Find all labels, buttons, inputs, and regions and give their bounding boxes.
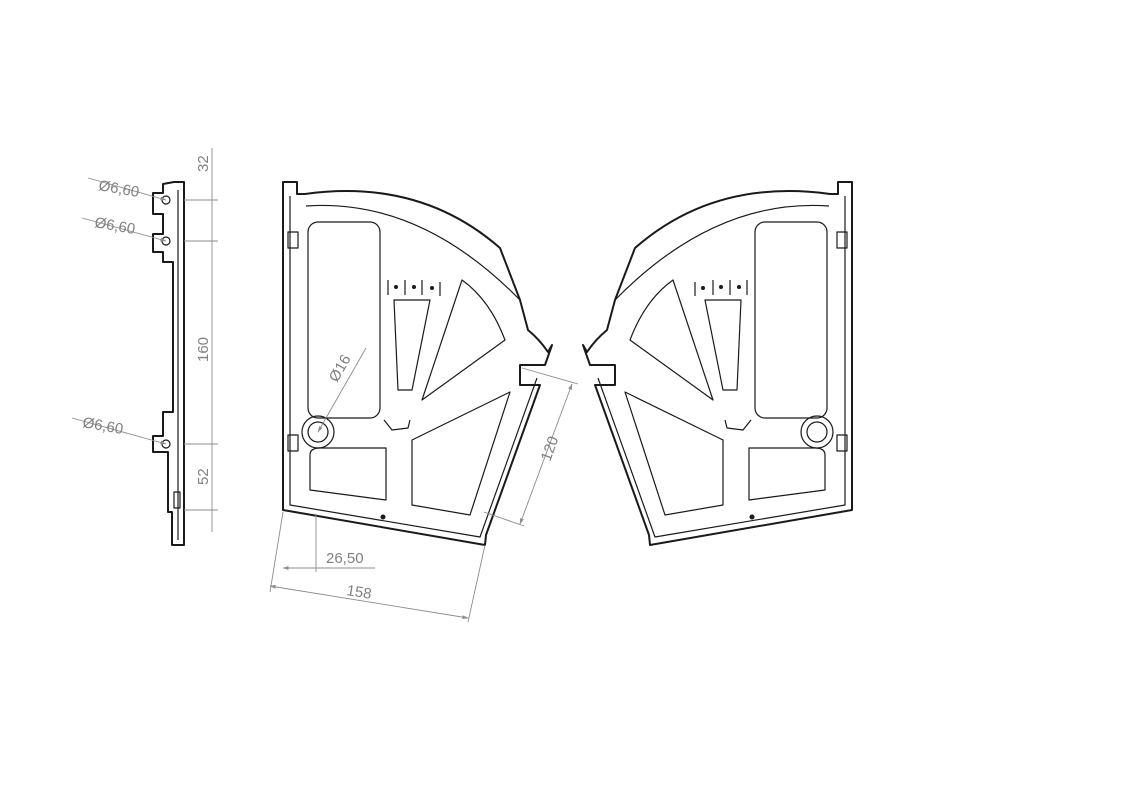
left-bracket-arc-inner <box>305 204 521 301</box>
right-pivot-hole-outer <box>800 415 834 449</box>
dim-120-line <box>519 383 573 525</box>
right-detent-2 <box>719 285 723 289</box>
left-clip-top <box>287 231 299 249</box>
right-notch <box>724 419 752 431</box>
left-bracket-outline <box>282 181 553 546</box>
left-detent-2 <box>412 285 416 289</box>
left-cutout-tall <box>307 221 381 419</box>
left-bracket-inner-outline <box>289 196 538 538</box>
pivot-hole-leader <box>317 347 367 433</box>
dim-32: 32 <box>195 155 212 172</box>
left-pivot-hole-outer <box>301 415 335 449</box>
right-bracket-inner-outline <box>597 196 846 538</box>
hole-leader-2 <box>81 217 167 242</box>
right-clip-bottom <box>836 434 848 452</box>
right-cutout-slot <box>704 299 742 391</box>
left-bracket: Ø16 120 26,50 158 <box>269 181 579 623</box>
right-detent-3 <box>701 286 705 290</box>
hole-label-2: Ø6,60 <box>93 214 136 238</box>
side-view: Ø6,60 Ø6,60 Ø6,60 32 160 52 <box>71 148 218 546</box>
dim-120: 120 <box>538 434 563 463</box>
right-cutout-triangle-top <box>629 279 714 401</box>
hole-label-3: Ø6,60 <box>81 414 124 438</box>
left-notch <box>383 419 411 431</box>
hole-leader-1 <box>87 177 167 201</box>
left-detent-1 <box>394 285 398 289</box>
right-bracket-outline <box>582 181 853 546</box>
left-pivot-hole-inner <box>307 421 329 443</box>
hole-leader-3 <box>71 417 167 445</box>
right-pivot-hole-inner <box>806 421 828 443</box>
right-cutout-bottom-left <box>748 447 826 501</box>
left-center-mark <box>380 514 386 520</box>
left-clip-bottom <box>287 434 299 452</box>
dim-158-line <box>269 585 469 619</box>
ext-120-top <box>521 367 579 385</box>
ext-158-right <box>467 544 486 623</box>
left-cutout-slot <box>393 299 431 391</box>
left-cutout-bottom-left <box>309 447 387 501</box>
left-cutout-triangle-top <box>421 279 506 401</box>
hole-label-1: Ø6,60 <box>97 177 140 201</box>
right-detent-1 <box>737 285 741 289</box>
left-detent-3 <box>430 286 434 290</box>
ext-120-bottom <box>483 511 525 527</box>
ext-158-left <box>269 511 284 593</box>
pivot-hole-label: Ø16 <box>326 352 355 385</box>
right-cutout-tall <box>754 221 828 419</box>
right-bracket <box>582 181 853 546</box>
right-bracket-arc-inner <box>614 204 830 301</box>
right-center-mark <box>749 514 755 520</box>
side-plate-tab <box>173 491 181 509</box>
dim-52: 52 <box>195 468 212 485</box>
dim-160: 160 <box>195 337 212 362</box>
dim-158: 158 <box>345 582 372 603</box>
left-cutout-triangle-bottom <box>411 391 511 516</box>
right-cutout-triangle-bottom <box>624 391 724 516</box>
dim-26-50: 26,50 <box>326 550 364 567</box>
side-plate-outline <box>152 181 185 546</box>
right-clip-top <box>836 231 848 249</box>
